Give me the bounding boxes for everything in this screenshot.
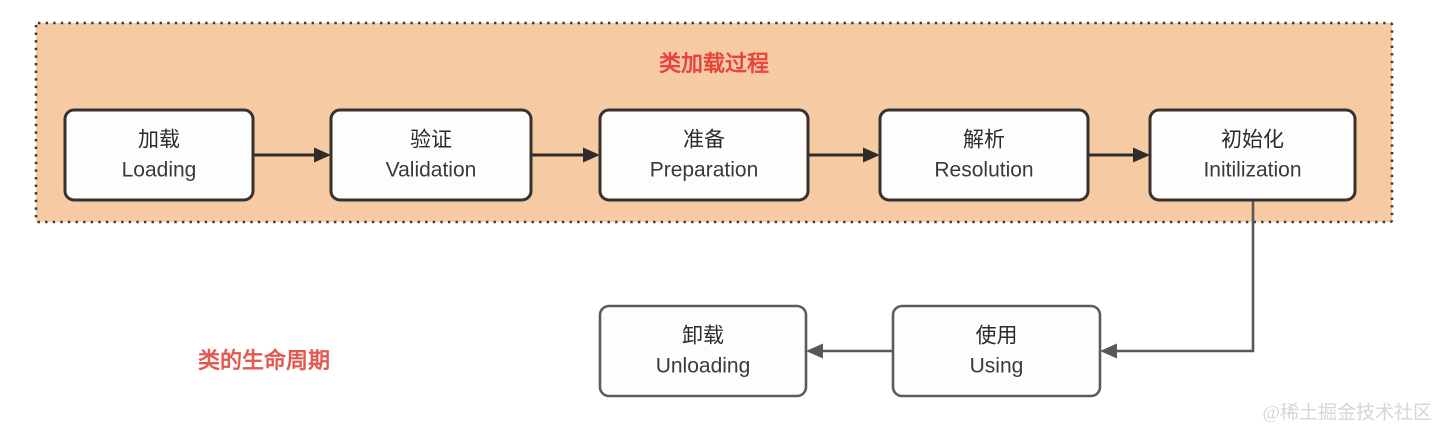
arrow-head xyxy=(806,343,823,359)
node-label-cn: 加载 xyxy=(138,129,180,152)
edge-preparation-to-resolution xyxy=(808,147,880,163)
node-validation[interactable]: 验证 Validation xyxy=(329,108,533,202)
node-box[interactable] xyxy=(878,108,1090,202)
node-label-en: Preparation xyxy=(650,159,759,182)
node-initilization[interactable]: 初始化 Initilization xyxy=(1148,108,1357,202)
node-box[interactable] xyxy=(598,108,810,202)
watermark-text: @稀土掘金技术社区 xyxy=(1263,401,1433,423)
node-label-cn: 准备 xyxy=(683,129,725,152)
node-box[interactable] xyxy=(1148,108,1357,202)
arrow-head xyxy=(314,147,331,163)
node-label-en: Initilization xyxy=(1203,159,1301,182)
node-loading[interactable]: 加载 Loading xyxy=(63,108,255,202)
edge-resolution-to-initilization xyxy=(1088,147,1150,163)
node-using[interactable]: 使用 Using xyxy=(891,304,1102,398)
edge-loading-to-validation xyxy=(253,147,331,163)
node-label-cn: 卸载 xyxy=(682,325,724,348)
edge-using-to-unloading xyxy=(806,343,893,359)
node-label-cn: 验证 xyxy=(410,129,452,152)
node-box[interactable] xyxy=(891,304,1102,398)
edge-validation-to-preparation xyxy=(531,147,600,163)
arrow-head xyxy=(583,147,600,163)
node-label-cn: 使用 xyxy=(976,325,1018,348)
node-label-cn: 解析 xyxy=(963,129,1005,152)
node-label-en: Loading xyxy=(122,159,197,182)
node-label-en: Validation xyxy=(386,159,477,182)
edge-initilization-to-using xyxy=(1100,200,1255,359)
arrow-head xyxy=(1133,147,1150,163)
node-label-en: Using xyxy=(970,355,1024,378)
edge-line xyxy=(1115,200,1255,353)
arrow-head xyxy=(1100,343,1117,359)
node-box[interactable] xyxy=(329,108,533,202)
node-unloading[interactable]: 卸载 Unloading xyxy=(598,304,808,398)
node-preparation[interactable]: 准备 Preparation xyxy=(598,108,810,202)
node-label-en: Unloading xyxy=(656,355,751,378)
node-label-en: Resolution xyxy=(934,159,1033,182)
nodes-layer: 加载 Loading 验证 Validation 准备 Preparation 解析 Reso… xyxy=(63,108,1357,398)
node-box[interactable] xyxy=(63,108,255,202)
edges-layer xyxy=(253,147,1255,359)
class-lifecycle-label: 类的生命周期 xyxy=(198,348,330,373)
arrow-head xyxy=(863,147,880,163)
node-resolution[interactable]: 解析 Resolution xyxy=(878,108,1090,202)
node-label-cn: 初始化 xyxy=(1221,129,1284,152)
node-box[interactable] xyxy=(598,304,808,398)
group-title: 类加载过程 xyxy=(659,51,769,76)
